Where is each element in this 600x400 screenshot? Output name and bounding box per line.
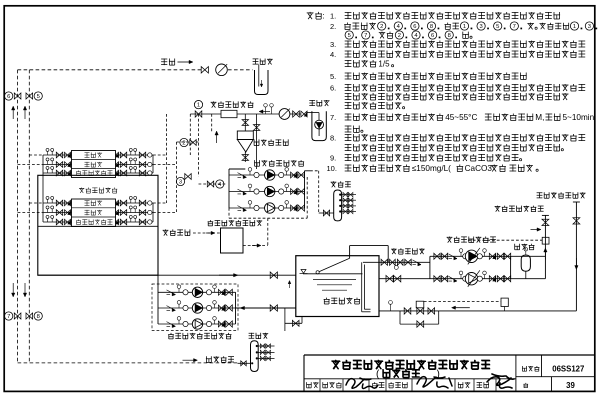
- svg-text:1: 1: [197, 103, 200, 109]
- svg-text:≤150mg/L(: ≤150mg/L(: [412, 164, 451, 173]
- svg-text:06SS127: 06SS127: [552, 364, 584, 373]
- svg-text:1: 1: [573, 24, 576, 30]
- svg-text:9.: 9.: [330, 153, 336, 162]
- svg-text:6: 6: [7, 94, 10, 100]
- svg-text:7: 7: [7, 314, 10, 320]
- svg-text:3: 3: [179, 180, 182, 186]
- svg-text:5: 5: [348, 33, 351, 39]
- svg-text:5: 5: [37, 94, 40, 100]
- svg-text:4: 4: [397, 24, 401, 30]
- svg-text:7.: 7.: [330, 113, 336, 122]
- svg-text:3.: 3.: [330, 40, 336, 49]
- svg-text:2.: 2.: [330, 22, 336, 31]
- svg-text:3: 3: [588, 24, 591, 30]
- svg-text:39: 39: [566, 381, 575, 390]
- svg-text:6.: 6.: [330, 83, 336, 92]
- svg-text:4: 4: [218, 182, 222, 188]
- svg-text:8: 8: [430, 24, 433, 30]
- svg-text:3: 3: [479, 24, 482, 30]
- svg-text::: :: [323, 11, 325, 20]
- svg-text:2: 2: [398, 33, 401, 39]
- svg-text:M,: M,: [535, 113, 544, 122]
- svg-text:10.: 10.: [327, 164, 337, 173]
- svg-text:): ): [437, 369, 440, 380]
- svg-text:7: 7: [364, 33, 367, 39]
- svg-text:1.: 1.: [330, 11, 336, 20]
- svg-text:8: 8: [37, 314, 40, 320]
- svg-text:CaCO3: CaCO3: [465, 164, 493, 173]
- svg-text:2: 2: [182, 141, 185, 147]
- svg-text:1: 1: [463, 24, 466, 30]
- svg-text:8: 8: [448, 33, 451, 39]
- svg-text:4: 4: [414, 33, 418, 39]
- svg-text:7: 7: [513, 24, 516, 30]
- svg-text:6: 6: [413, 24, 416, 30]
- svg-text:4.: 4.: [330, 50, 336, 59]
- svg-text:45~55°C: 45~55°C: [445, 113, 477, 122]
- svg-text:5.: 5.: [330, 72, 336, 81]
- svg-text:5~10min: 5~10min: [563, 113, 595, 122]
- svg-text:(: (: [376, 369, 380, 380]
- svg-text:6: 6: [431, 33, 434, 39]
- svg-text:1/5: 1/5: [378, 59, 390, 68]
- svg-text:8.: 8.: [330, 133, 336, 142]
- svg-text:5: 5: [496, 24, 499, 30]
- svg-text:2: 2: [380, 24, 383, 30]
